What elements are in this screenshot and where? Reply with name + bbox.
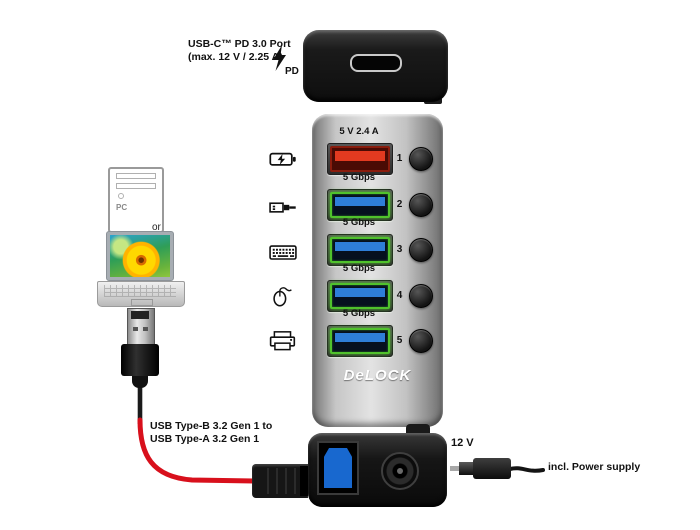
laptop-screen [106, 231, 174, 281]
usb-port-5-tongue [335, 332, 385, 342]
pc-drive-bay [116, 173, 156, 179]
usb-port-3-receptacle [330, 237, 390, 263]
usb-b-plug [252, 464, 308, 498]
port-3-number: 3 [396, 244, 403, 255]
usb-c-callout: USB-C™ PD 3.0 Port (max. 12 V / 2.25 A) [188, 38, 300, 63]
port-1-number: 1 [396, 153, 403, 164]
pd-label: PD [285, 66, 299, 76]
power-supply-label: incl. Power supply [548, 461, 641, 473]
power-plug-tip [450, 466, 460, 471]
pc-drive-bay [116, 183, 156, 189]
usb-port-4-receptacle [330, 283, 390, 309]
usb-a-connector-opening [131, 311, 149, 319]
usb-port-4 [327, 280, 393, 312]
usb-port-1-fast-charge [327, 143, 393, 175]
port-4-number: 4 [396, 290, 403, 301]
hub-bottom-view [308, 433, 447, 507]
cable-label-line2: USB Type-A 3.2 Gen 1 [150, 433, 260, 445]
usb-c-port [349, 54, 402, 72]
usb-a-connector-shell [127, 308, 155, 346]
port-2-label: 5 Gbps [342, 172, 376, 183]
port-2-number: 2 [396, 199, 403, 210]
laptop-keyboard [104, 285, 176, 297]
port-5-label: 5 Gbps [342, 308, 376, 319]
usb-b-plug-ridges [260, 468, 296, 494]
port-3-power-button [409, 238, 433, 262]
printer-icon [269, 331, 296, 351]
usb-a-connector-body [121, 344, 159, 376]
voltage-label: 12 V [451, 437, 474, 449]
usb-port-3 [327, 234, 393, 266]
pc-label: PC [116, 203, 128, 212]
laptop-screen-photo [110, 235, 170, 277]
usb-port-5-receptacle [330, 328, 390, 354]
port-4-label: 5 Gbps [342, 263, 376, 274]
power-plug-barrel [459, 462, 473, 475]
brand-logo: DeLOCK [343, 367, 412, 384]
keyboard-icon [269, 245, 297, 260]
pd-lightning-icon: PD [273, 45, 299, 76]
usb-port-3-tongue [335, 241, 385, 251]
port-2-power-button [409, 193, 433, 217]
port-5-power-button [409, 329, 433, 353]
usb-cable-red [137, 417, 257, 484]
port-5-number: 5 [396, 335, 403, 346]
laptop-touchpad [131, 299, 153, 306]
usb-port-4-tongue [335, 287, 385, 297]
dc-power-jack-pin [397, 468, 403, 474]
port-3-label: 5 Gbps [342, 217, 376, 228]
cable-label: USB Type-B 3.2 Gen 1 to USB Type-A 3.2 G… [150, 420, 272, 446]
cable-label-line1: USB Type-B 3.2 Gen 1 to [150, 420, 273, 432]
usb-plug-icon [269, 202, 296, 213]
laptop-base [97, 281, 185, 307]
usb-port-1-tongue [335, 150, 385, 161]
laptop [97, 231, 185, 307]
port-4-power-button [409, 284, 433, 308]
port-1-label: 5 V 2.4 A [339, 126, 379, 137]
usb-port-5 [327, 325, 393, 357]
battery-charging-icon [269, 152, 296, 166]
power-plug-body [473, 458, 511, 479]
usb-a-shell-hole [143, 327, 148, 331]
usb-type-b-port-inner [324, 448, 352, 488]
dc-power-jack [381, 452, 419, 490]
or-label: or [152, 222, 161, 233]
port-1-power-button [409, 147, 433, 171]
hub-top-view [303, 30, 448, 102]
usb-port-2 [327, 189, 393, 221]
pc-tower-icon: PC [108, 167, 164, 233]
usb-a-shell-hole [133, 327, 138, 331]
mouse-icon [273, 287, 292, 307]
usb-type-b-port [317, 441, 359, 495]
usb-port-2-tongue [335, 196, 385, 206]
power-cable [508, 466, 545, 473]
usb-a-connector-strain-relief [132, 376, 148, 388]
usb-b-plug-collar [300, 466, 308, 496]
usb-port-1-receptacle [330, 146, 390, 172]
pc-power-button-dot [118, 193, 124, 199]
usb-port-2-receptacle [330, 192, 390, 218]
usb-c-callout-line1: USB-C™ PD 3.0 Port [188, 38, 291, 50]
usb-c-callout-line2: (max. 12 V / 2.25 A) [188, 50, 283, 63]
